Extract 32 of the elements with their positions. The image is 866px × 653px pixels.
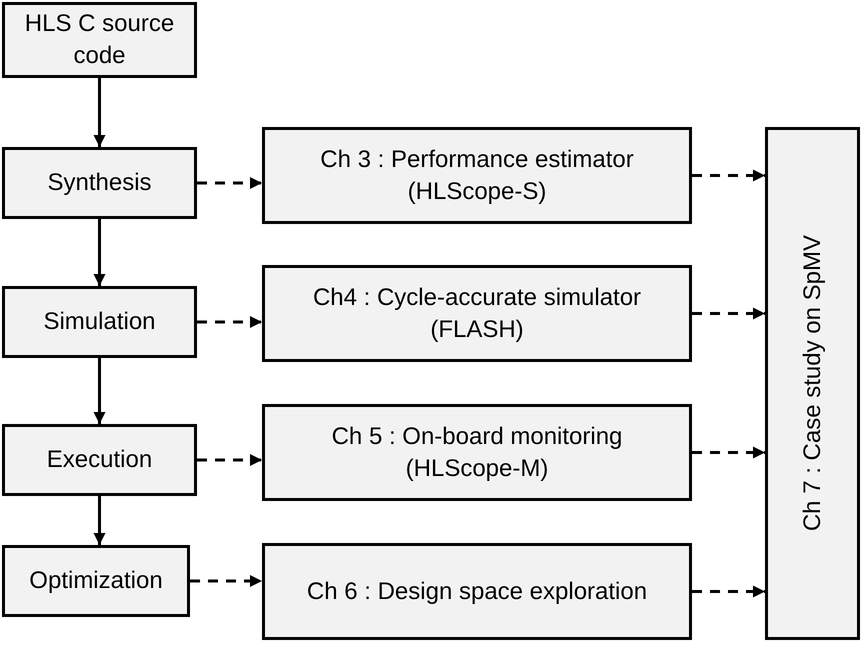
box-label: Synthesis [47,168,152,198]
process-box [2,286,197,358]
process-box [2,2,197,78]
process-box [2,545,190,617]
process-box [2,424,197,496]
process-box [262,127,692,224]
arrow [692,170,765,182]
process-box [2,147,197,219]
box-label: Ch 3 : Performance estimator (HLScope-S) [319,144,635,206]
arrow [692,446,765,458]
box-label: Optimization [29,566,163,596]
box-label: Ch 6 : Design space exploration [306,576,648,606]
process-box [262,265,692,362]
box-label: Execution [46,445,152,475]
box-label: Ch 7 : Case study on SpMV [798,235,826,532]
arrow [94,496,106,545]
box-label: Ch 5 : On-board monitoring (HLScope-M) [330,422,624,484]
arrow [197,454,262,466]
box-label: Simulation [43,307,156,337]
arrow [197,177,262,189]
process-box [765,127,860,640]
process-box [262,543,692,640]
arrow [692,308,765,320]
arrow [692,586,765,598]
arrow [94,358,106,424]
arrow [197,316,262,328]
process-box [262,404,692,501]
arrow [190,575,262,587]
box-label: HLS C source code [24,9,176,71]
arrow [94,219,106,286]
box-label: Ch4 : Cycle-accurate simulator (FLASH) [312,282,642,344]
arrow [94,78,106,147]
